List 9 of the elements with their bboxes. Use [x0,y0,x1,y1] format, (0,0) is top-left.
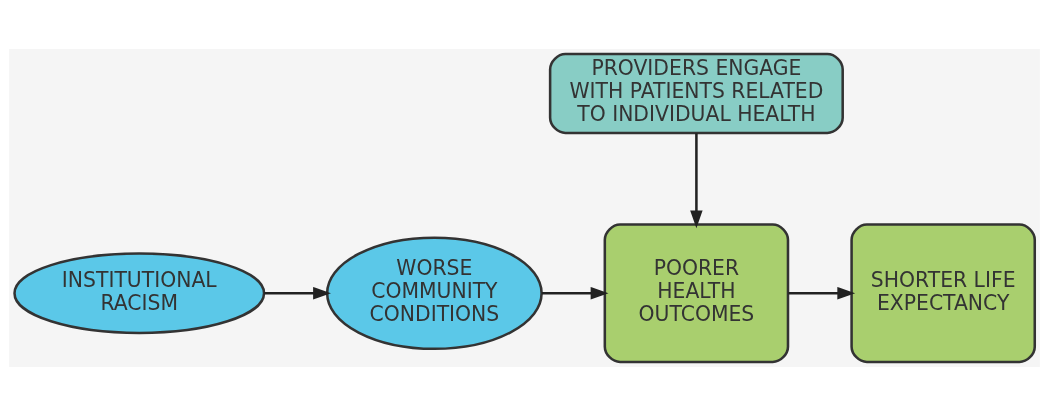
node-ellipse: WORSE COMMUNITY CONDITIONS [325,236,543,351]
node-box: POORER HEALTH OUTCOMES [603,223,790,364]
arrow [690,133,703,229]
arrow [264,287,331,300]
node-box: SHORTER LIFE EXPECTANCY [850,223,1037,364]
arrow [541,287,609,300]
node-box: PROVIDERS ENGAGE WITH PATIENTS RELATED TO INDIVIDUAL HEALTH [548,52,844,135]
arrow [788,287,856,300]
node-ellipse: INSTITUTIONAL RACISM [13,252,266,335]
